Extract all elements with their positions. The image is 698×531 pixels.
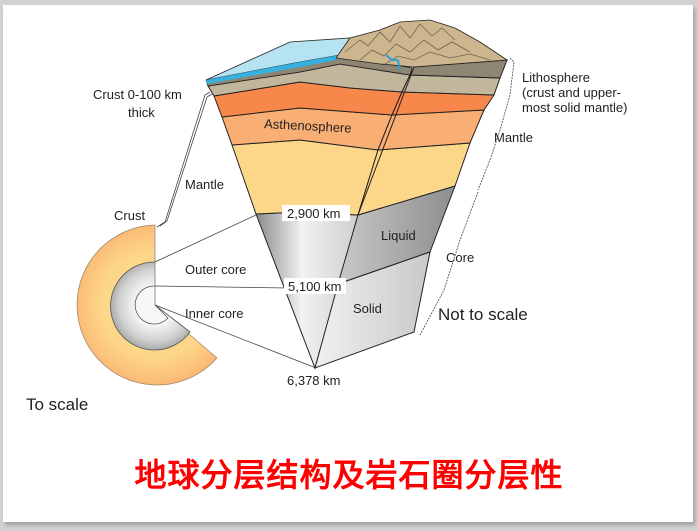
crust-thickness-label: Crust 0-100 km xyxy=(93,87,182,102)
solid-label: Solid xyxy=(353,301,382,316)
crust-thickness-label-2: thick xyxy=(128,105,155,120)
lithosphere-label-2: (crust and upper- xyxy=(522,85,621,100)
river xyxy=(385,54,401,71)
lithosphere-label-3: most solid mantle) xyxy=(522,100,627,115)
asthenosphere-label: Asthenosphere xyxy=(264,116,352,136)
depth-6378-label: 6,378 km xyxy=(287,373,340,388)
to-scale-label: To scale xyxy=(26,395,88,414)
to-scale-earth xyxy=(76,224,218,386)
depth-5100-label: 5,100 km xyxy=(288,279,341,294)
slide-title: 地球分层结构及岩石圈分层性 xyxy=(134,456,564,494)
depth-2900-label: 2,900 km xyxy=(287,206,340,221)
inner-core-section xyxy=(134,285,169,325)
mountain-ridges xyxy=(344,23,491,65)
mantle-label-left: Mantle xyxy=(185,177,224,192)
core-label: Core xyxy=(446,250,474,265)
lithosphere-label: Lithosphere xyxy=(522,70,590,85)
earth-block-diagram xyxy=(205,19,509,370)
outer-core-label: Outer core xyxy=(185,262,246,277)
inner-core-label: Inner core xyxy=(185,306,244,321)
connector-lines xyxy=(154,91,317,369)
right-brackets xyxy=(419,57,515,336)
mantle-label-right: Mantle xyxy=(494,130,533,145)
crust-label: Crust xyxy=(114,208,145,223)
liquid-label: Liquid xyxy=(381,228,416,243)
not-to-scale-label: Not to scale xyxy=(438,305,528,324)
